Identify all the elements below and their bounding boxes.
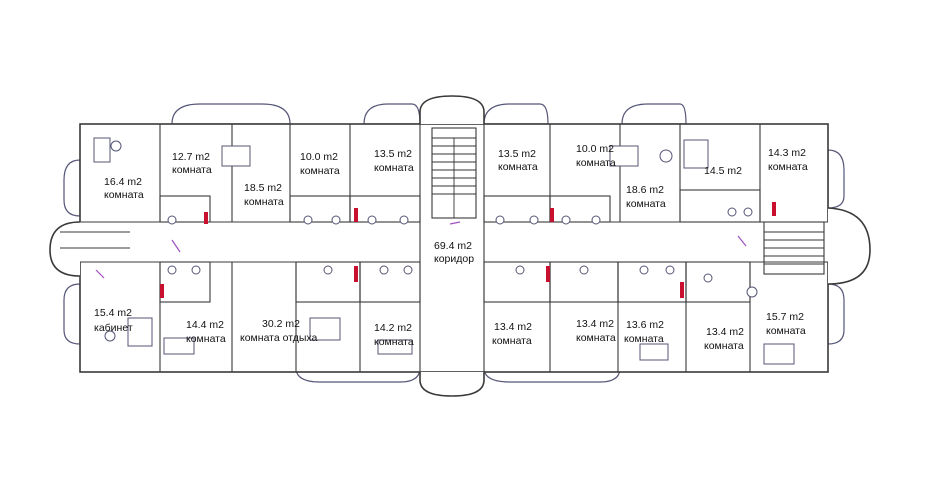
room-area: 14.3 m2 — [768, 147, 806, 159]
room-name: коридор — [434, 253, 474, 265]
room-area: 13.4 m2 — [706, 326, 744, 338]
corridor — [60, 221, 828, 263]
room-name: комната — [374, 162, 414, 174]
room-area: 14.2 m2 — [374, 322, 412, 334]
room-area: 13.6 m2 — [626, 319, 664, 331]
room-name: комната отдыха — [240, 332, 318, 344]
room-name: комната — [626, 198, 666, 210]
room-area: 13.4 m2 — [494, 321, 532, 333]
room-name: комната — [244, 196, 284, 208]
room-name: комната — [624, 333, 664, 345]
room-name: комната — [498, 161, 538, 173]
room-name: комната — [704, 340, 744, 352]
stairs — [431, 127, 825, 275]
room-area: 14.5 m2 — [704, 165, 742, 177]
room-area: 18.6 m2 — [626, 184, 664, 196]
room-name: комната — [186, 333, 226, 345]
room-area: 14.4 m2 — [186, 319, 224, 331]
fixtures — [93, 137, 795, 365]
room-area: 13.5 m2 — [374, 148, 412, 160]
room-name: комната — [492, 335, 532, 347]
room-area: 30.2 m2 — [262, 318, 300, 330]
room-name: комната — [576, 157, 616, 169]
doors — [95, 221, 747, 279]
room-area: 15.7 m2 — [766, 311, 804, 323]
room-area: 10.0 m2 — [300, 151, 338, 163]
room-area: 15.4 m2 — [94, 307, 132, 319]
room-name: комната — [768, 161, 808, 173]
room-name: комната — [576, 332, 616, 344]
room-labels: 16.4 m2 комната 12.7 m2 комната 18.5 m2 … — [94, 143, 808, 352]
room-area: 18.5 m2 — [244, 182, 282, 194]
room-name: комната — [766, 325, 806, 337]
room-name: кабинет — [94, 322, 133, 334]
room-area: 13.4 m2 — [576, 318, 614, 330]
room-name: комната — [300, 165, 340, 177]
room-name: комната — [104, 189, 144, 201]
room-area: 69.4 m2 — [434, 240, 472, 252]
room-area: 10.0 m2 — [576, 143, 614, 155]
room-name: комната — [172, 164, 212, 176]
room-area: 12.7 m2 — [172, 151, 210, 163]
room-name: комната — [374, 336, 414, 348]
room-area: 16.4 m2 — [104, 176, 142, 188]
columns — [160, 202, 776, 298]
room-area: 13.5 m2 — [498, 148, 536, 160]
